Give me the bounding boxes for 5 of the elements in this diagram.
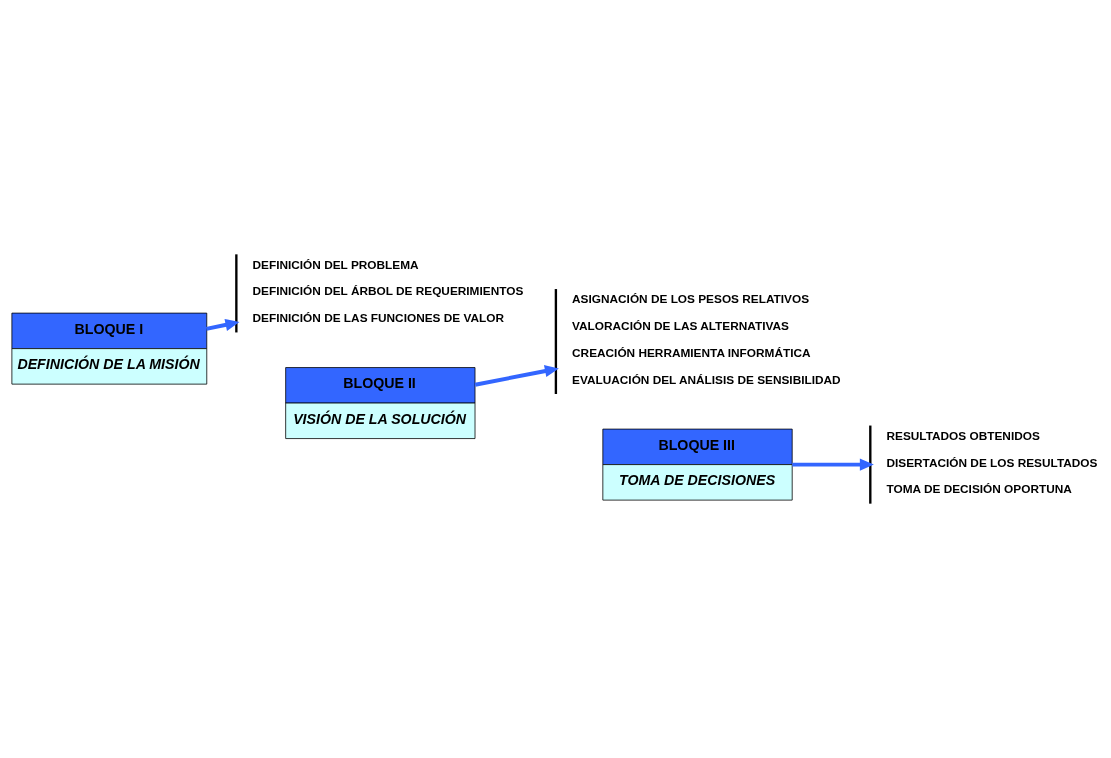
node-text: RESULTADOS OBTENIDOS DISERTACIÓN DE LOS RESULTADOS TOMA DE DECISIÓN OPORTUNA xyxy=(886,428,1098,497)
arrow xyxy=(205,318,240,331)
arrow xyxy=(792,458,874,471)
node-text: ASIGNACIÓN DE LOS PESOS RELATIVOS VALORACIÓN DE LAS ALTERNATIVAS CREACIÓN HERRAMIENTA INFORMÁTICA EVALUACIÓN DEL ANÁLISIS DE SENSIBILIDAD xyxy=(572,292,841,387)
node-text: DEFINICIÓN DEL PROBLEMA DEFINICIÓN DEL ÁRBOL DE REQUERIMIENTOS DEFINICIÓN DE LAS FUNCIONES DE VALOR xyxy=(252,257,524,326)
